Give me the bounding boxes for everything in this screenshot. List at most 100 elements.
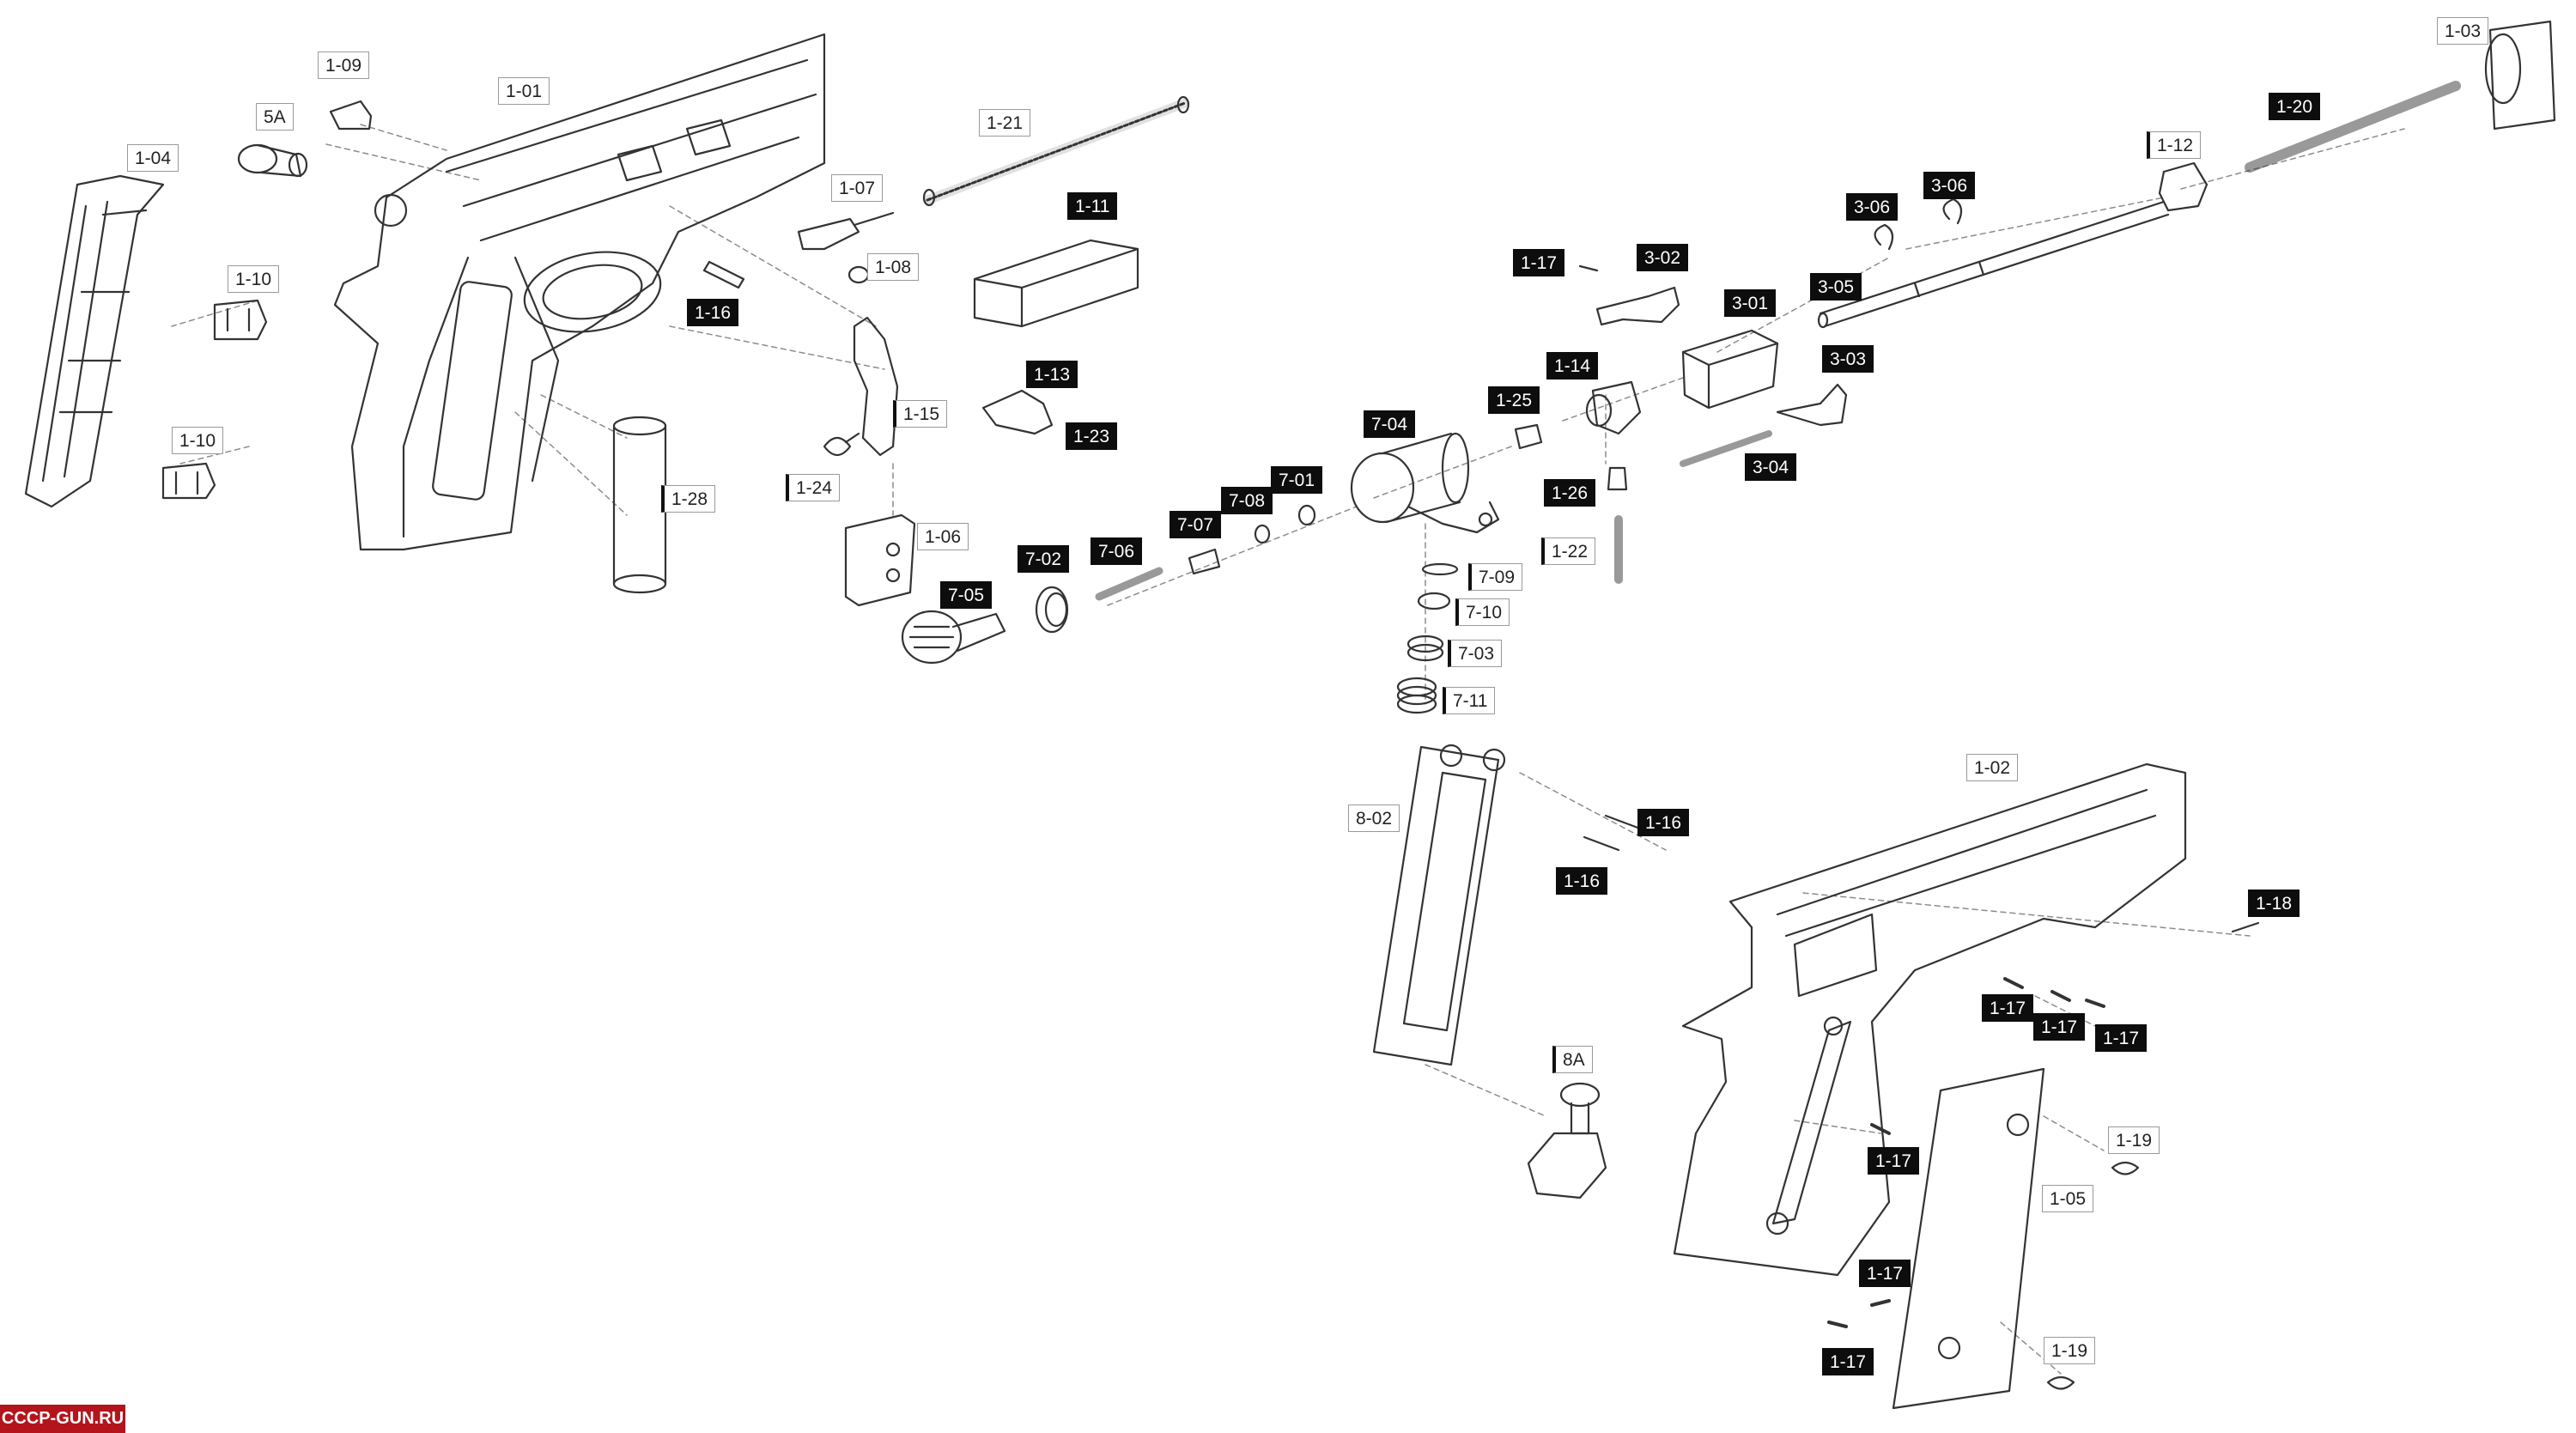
trigger-part [853, 316, 899, 457]
small-screws-part [1827, 977, 2105, 1328]
part-label-1-02: 1-02 [1966, 754, 2019, 781]
part-label-7-08: 7-08 [1221, 487, 1273, 514]
barrel-part [1817, 200, 2170, 329]
magazine-pin-lower-part [1583, 835, 1620, 852]
o-ring-part [1421, 562, 1459, 576]
slide-part [1673, 762, 2187, 1277]
slide-screw-part [2231, 921, 2260, 933]
valve-stem-part [1188, 548, 1221, 575]
grip-clip-upper-part [213, 299, 268, 341]
part-label-1-16-lower: 1-16 [1556, 867, 1608, 895]
sear-housing-part [844, 513, 916, 607]
washer-part [1297, 504, 1316, 526]
part-label-7-06: 7-06 [1091, 537, 1143, 565]
part-label-3-04: 3-04 [1745, 453, 1797, 481]
e-clip-right-part [1942, 197, 1963, 225]
magazine-pin-upper-part [1604, 814, 1642, 830]
part-label-1-15: 1-15 [893, 400, 948, 428]
part-label-1-23: 1-23 [1066, 422, 1118, 450]
recoil-spring-part [2245, 81, 2461, 173]
part-label-3-03: 3-03 [1822, 345, 1874, 373]
valve-spring-part [1095, 567, 1163, 601]
part-label-1-19-lower: 1-19 [2044, 1337, 2096, 1364]
part-label-1-01: 1-01 [498, 77, 550, 105]
plug-part [1607, 466, 1628, 491]
valve-body-part [1350, 432, 1500, 534]
part-label-1-13: 1-13 [1026, 361, 1078, 388]
lever-upper-part [1595, 286, 1680, 326]
part-label-1-22: 1-22 [1541, 537, 1596, 565]
magazine-screw-part [1527, 1082, 1607, 1199]
sight-part [329, 100, 373, 131]
adjuster-knob-part [901, 610, 1006, 665]
bushing-part [1514, 423, 1543, 450]
part-label-1-25: 1-25 [1488, 386, 1540, 414]
hammer-part [981, 389, 1054, 435]
part-label-1-05: 1-05 [2042, 1185, 2094, 1212]
seal-stack-lower-part [1396, 677, 1437, 714]
part-label-1-10-lower: 1-10 [172, 427, 224, 454]
part-label-1-17-d: 1-17 [1868, 1147, 1920, 1175]
frame-part [333, 33, 826, 551]
block-part [973, 239, 1139, 328]
part-label-7-09: 7-09 [1468, 563, 1523, 591]
part-label-1-28: 1-28 [661, 485, 716, 513]
part-label-1-11: 1-11 [1067, 192, 1118, 220]
hop-up-block-part [1585, 380, 1642, 435]
trigger-bar-part [797, 211, 895, 251]
part-label-3-01: 3-01 [1724, 289, 1777, 317]
long-spring-part [926, 101, 1187, 202]
part-label-7-03: 7-03 [1448, 640, 1503, 667]
part-label-1-26: 1-26 [1544, 479, 1596, 507]
part-label-7-01: 7-01 [1271, 466, 1323, 494]
part-label-8a: 8A [1552, 1046, 1593, 1073]
left-grip-panel-part [24, 174, 165, 508]
magazine-part [1372, 744, 1506, 1066]
frame-pin-part [702, 260, 745, 289]
assembly-leader-lines [171, 124, 2405, 1375]
part-label-1-09: 1-09 [318, 52, 370, 79]
part-label-1-17-c: 1-17 [2095, 1024, 2148, 1052]
part-label-1-06: 1-06 [917, 523, 969, 550]
part-label-3-05: 3-05 [1810, 273, 1862, 301]
seal-small-part [1254, 524, 1271, 544]
part-label-1-04: 1-04 [127, 144, 179, 172]
safety-pin-part [237, 143, 308, 178]
part-label-1-14: 1-14 [1546, 352, 1599, 380]
part-label-7-02: 7-02 [1018, 545, 1070, 573]
part-label-1-17-a: 1-17 [1982, 994, 2034, 1022]
grip-screw-upper-part [2111, 1161, 2140, 1175]
lever-lower-part [1776, 383, 1848, 427]
part-label-1-03: 1-03 [2437, 17, 2489, 45]
part-label-1-10-upper: 1-10 [228, 265, 280, 293]
part-label-1-12: 1-12 [2147, 131, 2202, 159]
part-label-1-19-upper: 1-19 [2108, 1126, 2160, 1154]
part-label-7-11: 7-11 [1443, 687, 1496, 714]
rod-part [612, 416, 667, 594]
watermark-logo: CCCP-GUN.RU [0, 1405, 125, 1433]
right-grip-panel-part [1892, 1067, 2045, 1410]
part-label-7-07: 7-07 [1170, 511, 1222, 538]
part-label-1-16-upper: 1-16 [1637, 809, 1690, 836]
part-label-1-18: 1-18 [2248, 890, 2300, 917]
grip-clip-lower-part [161, 462, 216, 500]
part-label-3-02: 3-02 [1637, 244, 1689, 271]
part-label-8-02: 8-02 [1348, 805, 1400, 832]
part-label-1-17-f: 1-17 [1822, 1348, 1874, 1375]
barrel-bushing-part [2484, 20, 2556, 131]
e-clip-left-part [1874, 223, 1894, 251]
part-label-7-10: 7-10 [1455, 598, 1510, 626]
part-label-5a: 5A [256, 103, 294, 131]
part-label-1-20: 1-20 [2269, 93, 2321, 120]
part-label-7-05: 7-05 [940, 581, 993, 609]
part-label-1-17-e: 1-17 [1859, 1260, 1911, 1287]
part-label-1-16-frame: 1-16 [687, 299, 739, 326]
part-label-1-24: 1-24 [786, 474, 841, 501]
part-label-3-06-left: 3-06 [1846, 193, 1899, 221]
part-label-1-07: 1-07 [831, 174, 884, 202]
valve-cap-part [1417, 592, 1451, 610]
trigger-spring-part [823, 432, 860, 457]
screw-small-part [1578, 264, 1599, 272]
